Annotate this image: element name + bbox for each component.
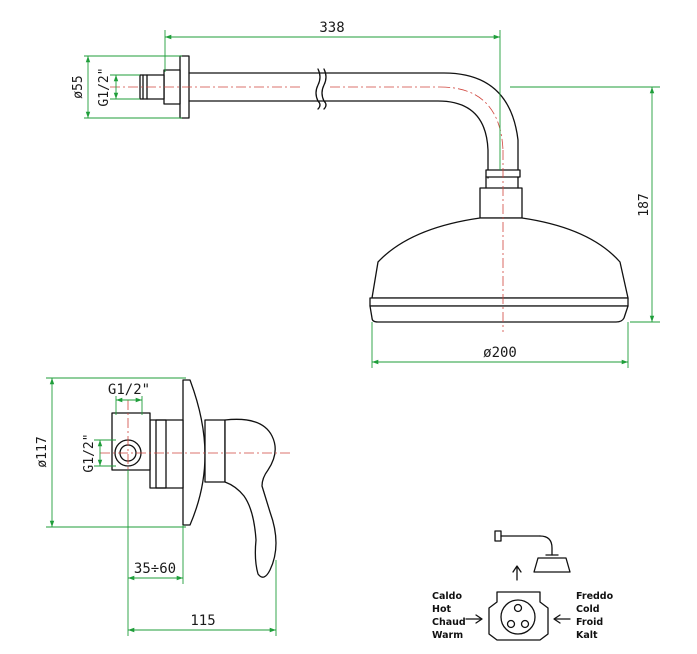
- cold-label-en: Cold: [576, 604, 600, 615]
- hot-label-fr: Chaud: [432, 617, 466, 628]
- shower-head-rim: [369, 297, 629, 307]
- dim-label-117: ø117: [35, 436, 50, 467]
- shower-arm-assembly: [139, 55, 523, 219]
- hot-label-de: Warm: [432, 630, 463, 641]
- cold-label-de: Kalt: [576, 630, 598, 641]
- outlet-arrow-icon: [512, 565, 522, 581]
- dim-label-55: ø55: [71, 75, 86, 98]
- shower-head: [369, 217, 629, 323]
- wall-plate: [182, 379, 206, 526]
- mixer-assembly: [111, 379, 277, 578]
- dimension-plate-diameter: ø117: [35, 377, 186, 528]
- dim-label-arm-thread: G1/2": [97, 67, 112, 106]
- dimension-flange-diameter: ø55: [71, 55, 182, 119]
- dimension-total-depth: 115: [127, 560, 277, 636]
- dimension-mixer-side-thread: G1/2": [82, 433, 116, 473]
- cold-label-fr: Froid: [576, 617, 603, 628]
- dim-label-depth-range: 35÷60: [134, 561, 176, 577]
- mixer-top-view: [488, 591, 549, 641]
- cold-label-it: Freddo: [576, 591, 614, 602]
- dimension-head-diameter: ø200: [371, 322, 629, 368]
- mini-shower-icon: [494, 530, 571, 573]
- dim-label-side-thread: G1/2": [82, 433, 97, 472]
- handle-base: [204, 419, 226, 483]
- dim-label-338: 338: [319, 20, 344, 36]
- dimension-arm-thread: G1/2": [97, 67, 140, 107]
- hot-inlet-arrow-icon: [465, 614, 483, 624]
- mixer-handle: [224, 418, 277, 578]
- dimension-length-338: 338: [164, 20, 501, 170]
- cold-inlet-arrow-icon: [553, 614, 571, 624]
- shower-head-face: [369, 305, 629, 323]
- hot-label-en: Hot: [432, 604, 451, 615]
- dim-label-115: 115: [190, 613, 215, 629]
- arm-tube: [188, 72, 519, 179]
- dim-label-200: ø200: [483, 345, 517, 361]
- dimension-height-187: 187: [510, 86, 660, 323]
- flow-legend: Caldo Hot Chaud Warm Freddo Cold Froid K…: [432, 530, 614, 641]
- head-connector: [479, 187, 523, 219]
- dim-label-top-thread: G1/2": [108, 382, 150, 398]
- dimension-depth-range: 35÷60: [127, 470, 184, 584]
- dim-label-187: 187: [637, 193, 652, 216]
- dimension-mixer-top-thread: G1/2": [108, 382, 150, 415]
- hot-label-it: Caldo: [432, 591, 462, 602]
